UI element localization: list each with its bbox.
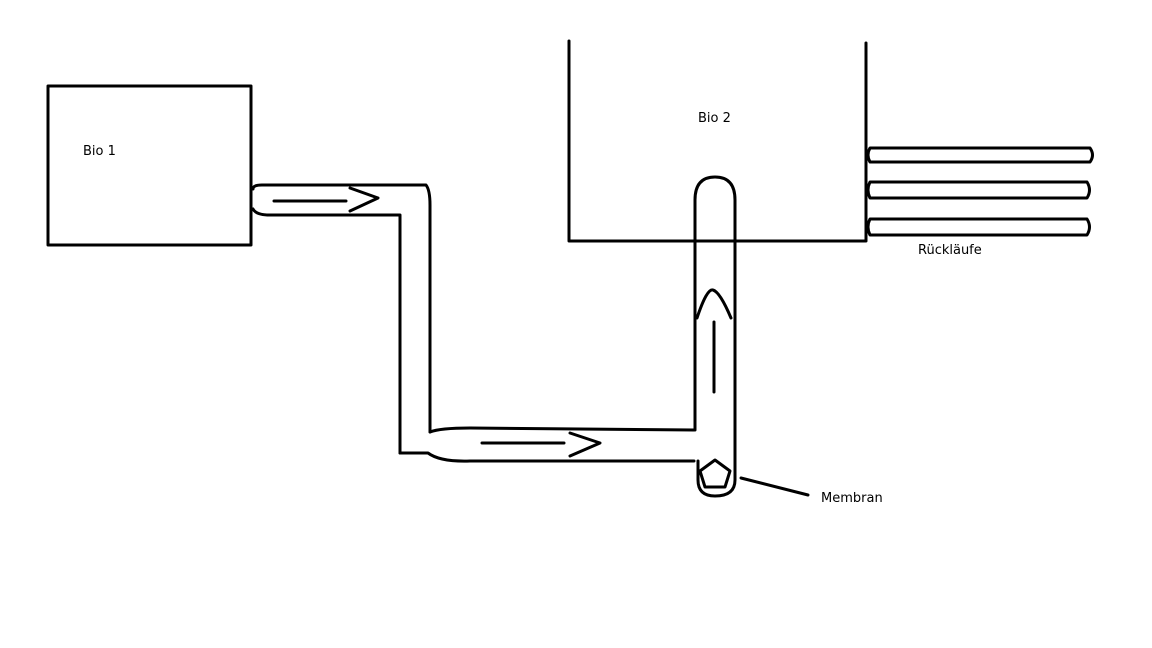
pipe-segment-bottom-inner (428, 426, 696, 434)
pipe-segment-outlet-inner (251, 207, 402, 455)
return-pipe-1 (866, 146, 1094, 164)
flow-arrow-head-3 (695, 288, 733, 320)
flow-arrow-head-1 (348, 186, 380, 213)
membrane-pentagon-icon (698, 458, 732, 489)
membrane-leader-line (739, 476, 810, 497)
tank-bio-1-label: Bio 1 (83, 144, 116, 159)
pipe-riser (693, 175, 737, 498)
pipe-segment-bottom-outer (398, 451, 696, 463)
tank-bio-1 (46, 84, 253, 247)
membrane-label: Membran (821, 491, 883, 506)
return-pipes-label: Rückläufe (918, 243, 982, 258)
pipe-segment-outlet (251, 183, 432, 434)
return-pipe-2 (866, 180, 1091, 200)
tank-bio-2-label: Bio 2 (698, 111, 731, 126)
tank-bio-2 (567, 39, 868, 243)
return-pipe-3 (866, 217, 1091, 237)
flow-arrow-head-2 (568, 431, 602, 458)
